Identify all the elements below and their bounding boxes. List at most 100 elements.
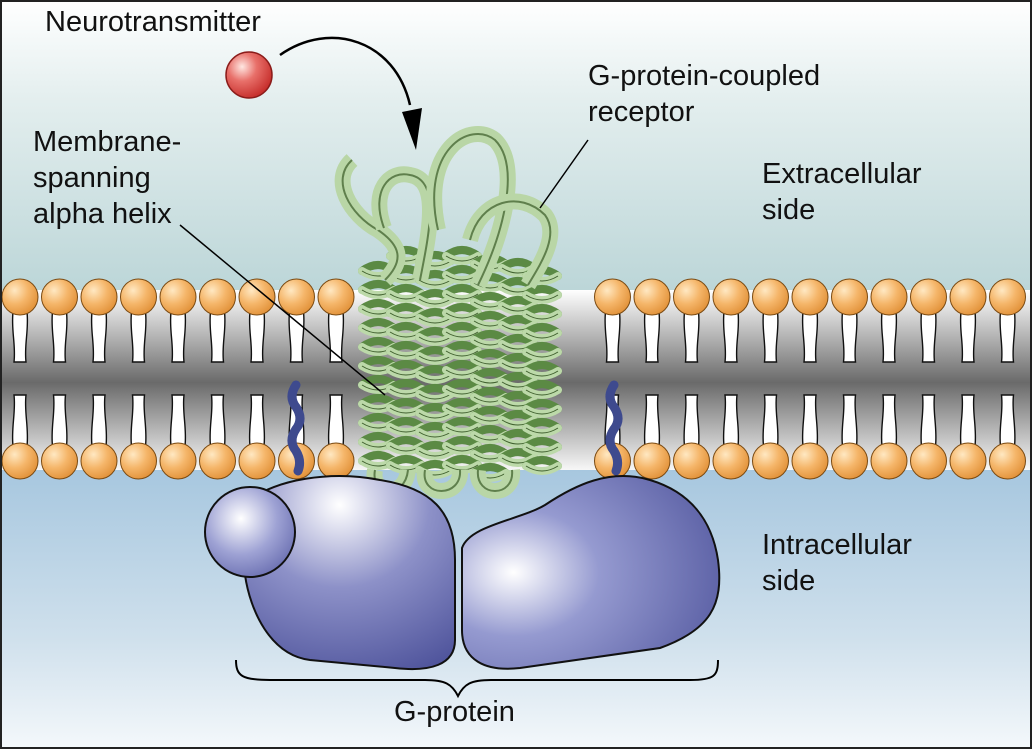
lipid-tail: [762, 394, 779, 447]
lipid-head: [712, 278, 750, 316]
g-protein-brace: [235, 659, 719, 699]
lipid-head: [41, 442, 78, 480]
g-protein-label: G-protein: [394, 696, 515, 728]
helix-turn-edge: [525, 465, 559, 472]
lipid-tail: [959, 311, 977, 363]
lipid-head: [278, 278, 315, 316]
neurotransmitter-ball: [225, 51, 273, 99]
lipid-head: [1, 442, 39, 480]
lipid-head: [317, 442, 355, 480]
helix-turn-edge: [418, 431, 452, 438]
lipid-head: [199, 442, 236, 480]
lipid-tail: [327, 311, 345, 363]
lipid-head: [238, 442, 276, 480]
helix-turn-edge: [418, 355, 452, 362]
helix-turn-edge: [445, 369, 479, 376]
lipid-head: [41, 278, 78, 316]
helix-turn-edge: [418, 393, 452, 400]
lipid-head: [791, 442, 829, 480]
lipid-anchor-right: [605, 380, 623, 476]
lipid-bilayer: [1, 278, 1026, 480]
lipid-tail: [51, 394, 68, 447]
helix-turn-edge: [525, 332, 559, 339]
helix-turn-edge: [445, 445, 479, 452]
lipid-tail: [722, 394, 740, 447]
lipid-head: [989, 278, 1026, 316]
neurotransmitter-label: Neurotransmitter: [45, 6, 261, 38]
gpcr-leader-line: [539, 139, 589, 209]
helix-turn-edge: [445, 407, 479, 414]
gpcr-label: G-protein-coupled receptor: [588, 60, 821, 128]
lipid-tail: [288, 311, 305, 363]
lipid-tail: [90, 394, 108, 447]
lipid-head: [80, 278, 118, 316]
helix-turn-edge: [445, 293, 479, 300]
lipid-tail: [51, 311, 68, 363]
receptor-loops: [334, 126, 559, 290]
lipid-head: [594, 278, 631, 316]
lipid-tail: [683, 394, 700, 447]
helix-turn-edge: [418, 412, 452, 419]
lipid-head: [120, 442, 157, 480]
lipid-head: [910, 278, 947, 316]
lipid-head: [870, 278, 908, 316]
lipid-head: [673, 442, 710, 480]
helix-turn-edge: [525, 427, 559, 434]
lipid-tail: [209, 394, 226, 447]
helix-turn-edge: [418, 298, 452, 305]
helix-leader-line: [179, 224, 386, 396]
lipid-tail: [999, 311, 1016, 363]
lipid-head: [752, 278, 789, 316]
lipid-tail: [959, 394, 977, 447]
helix-turn-edge: [418, 374, 452, 381]
lipid-head: [159, 278, 197, 316]
lipid-tail: [643, 394, 661, 447]
lipid-tail: [722, 311, 740, 363]
helix-turn-edge: [445, 331, 479, 338]
helix-turn-edge: [445, 388, 479, 395]
lipid-anchor-left: [287, 380, 305, 476]
lipid-tail: [169, 311, 187, 363]
helix-turn-edge: [525, 446, 559, 453]
lipid-head: [831, 442, 868, 480]
extracellular-label: Extracellular side: [762, 158, 922, 226]
lipid-head: [120, 278, 157, 316]
helix-turn-edge: [418, 279, 452, 286]
lipid-tail: [841, 311, 858, 363]
lipid-head: [238, 278, 276, 316]
lipid-head: [712, 442, 750, 480]
g-protein-left-subunit: [243, 475, 456, 671]
lipid-tail: [11, 394, 29, 447]
lipid-tail: [643, 311, 661, 363]
helix-turn-edge: [445, 312, 479, 319]
lipid-tail: [90, 311, 108, 363]
helix-turn-edge: [525, 294, 559, 301]
helix-turn-edge: [525, 351, 559, 358]
helix-turn-edge: [525, 370, 559, 377]
helix-turn-edge: [525, 408, 559, 415]
lipid-head: [831, 278, 868, 316]
lipid-head: [159, 442, 197, 480]
helix-turn-edge: [445, 350, 479, 357]
lipid-tail: [248, 394, 266, 447]
helix-turn-edge: [445, 426, 479, 433]
lipid-head: [199, 278, 236, 316]
lipid-head: [989, 442, 1026, 480]
helix-label: Membrane- spanning alpha helix: [33, 126, 182, 230]
lipid-tail: [920, 311, 937, 363]
lipid-head: [752, 442, 789, 480]
lipid-tail: [801, 311, 819, 363]
lipid-tail: [604, 311, 621, 363]
helix-turn-edge: [445, 255, 479, 262]
binding-arrow-head: [402, 108, 422, 150]
lipid-head: [949, 278, 987, 316]
lipid-tail: [762, 311, 779, 363]
lipid-tail: [169, 394, 187, 447]
lipid-tail: [683, 311, 700, 363]
lipid-head: [870, 442, 908, 480]
helix-turn-edge: [525, 313, 559, 320]
lipid-head: [910, 442, 947, 480]
lipid-tail: [841, 394, 858, 447]
lipid-tail: [880, 394, 898, 447]
